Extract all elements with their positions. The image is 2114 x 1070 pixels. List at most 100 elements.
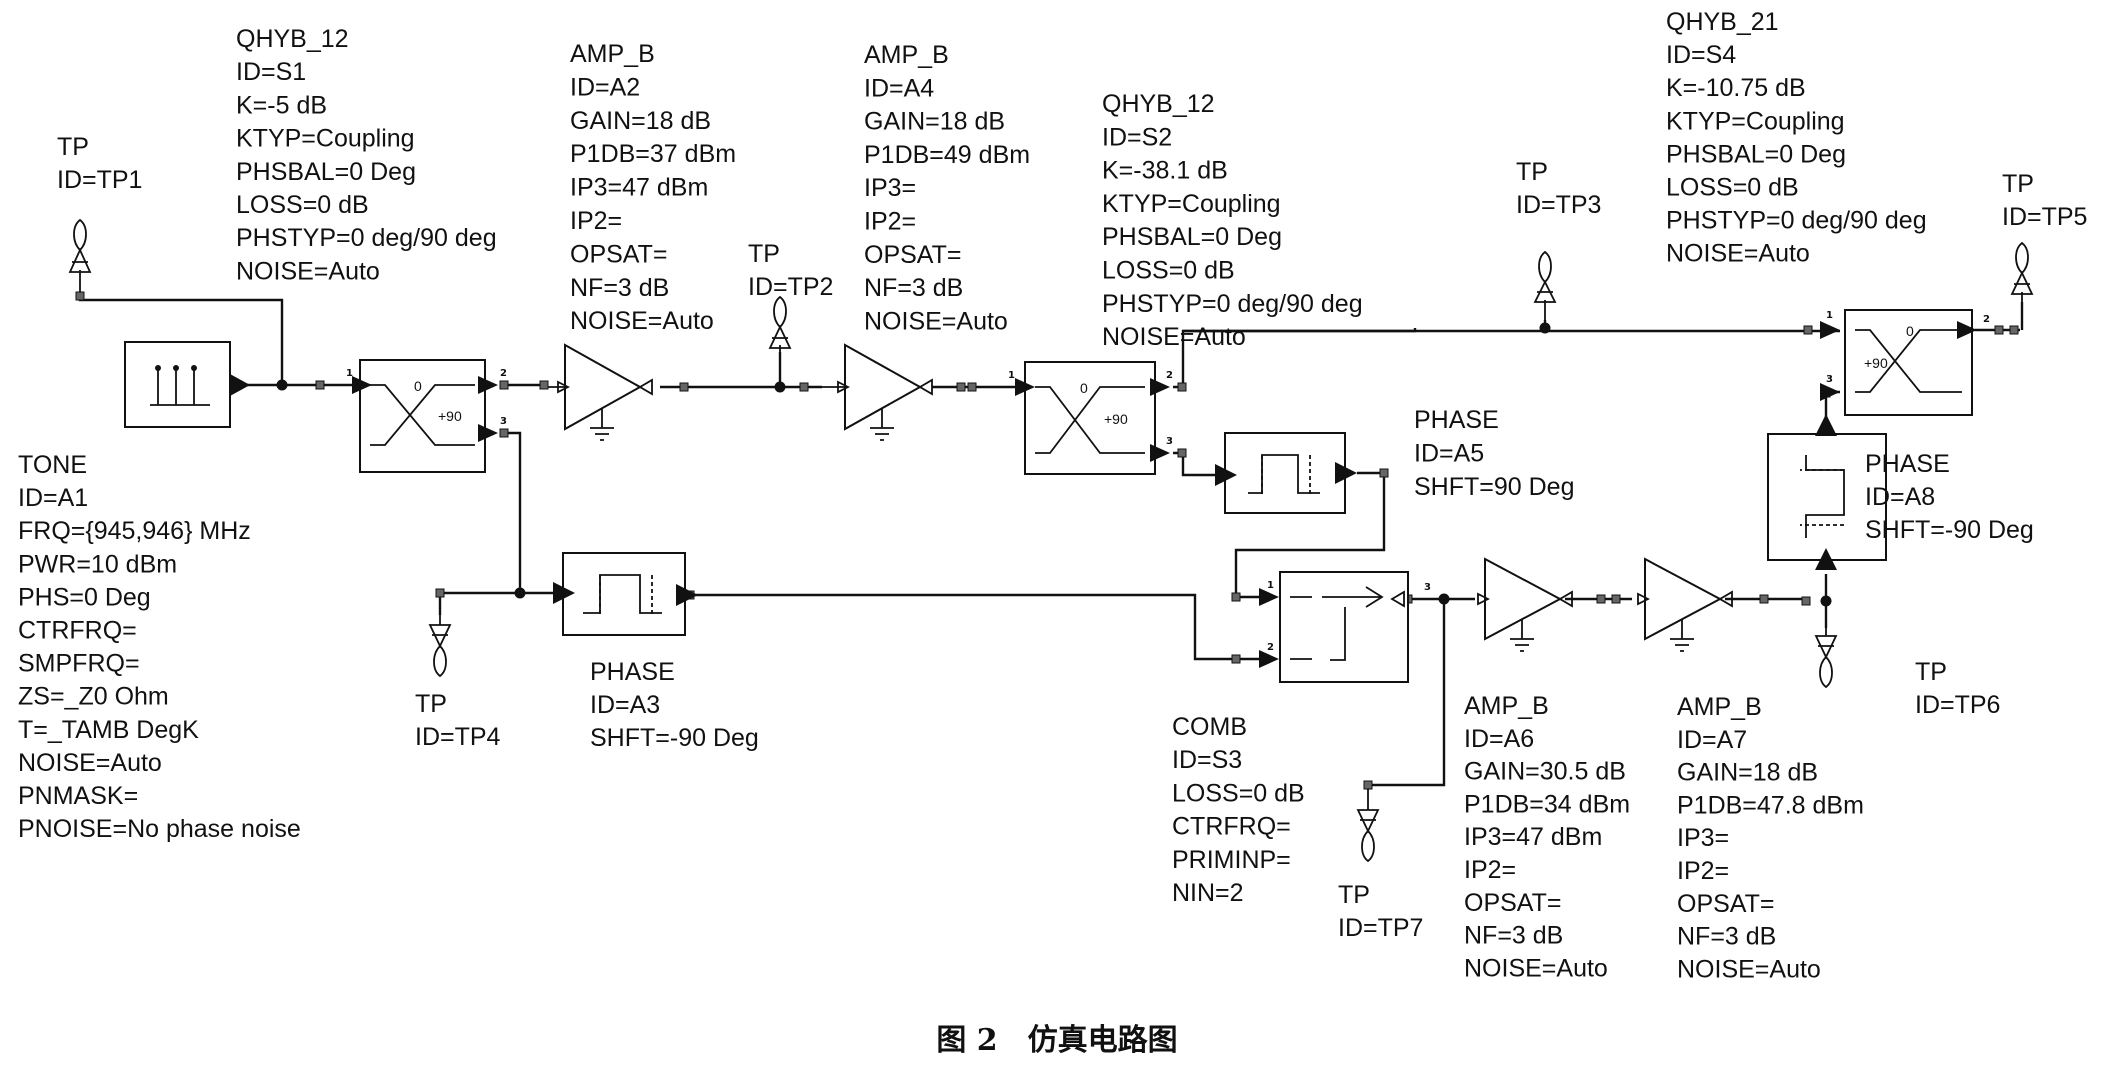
a2-param-line: NOISE=Auto <box>570 307 714 335</box>
hybrid-coupler-s1: 0 +90 1 2 3 <box>346 359 507 473</box>
a2-param-line: NF=3 dB <box>570 274 669 302</box>
tp1-param-line: TP <box>57 133 89 161</box>
a4-param-line: NOISE=Auto <box>864 307 1008 335</box>
s2-pin2: 2 <box>1166 370 1173 381</box>
s2-param-line: ID=S2 <box>1102 123 1172 151</box>
a7-param-line: IP3= <box>1677 824 1729 852</box>
s2-port-0: 0 <box>1080 380 1088 396</box>
test-point-tp3-icon <box>1533 250 1557 320</box>
a5-param-line: SHFT=90 Deg <box>1414 473 1575 501</box>
a6-param-line: IP2= <box>1464 856 1516 884</box>
a2-param-line: ID=A2 <box>570 73 640 101</box>
s4-param-line: NOISE=Auto <box>1666 240 1810 268</box>
a3-param-line: SHFT=-90 Deg <box>590 724 759 752</box>
s3-pin2: 2 <box>1267 642 1274 653</box>
s3-pin3: 3 <box>1424 582 1431 593</box>
s4-param-line: KTYP=Coupling <box>1666 107 1845 135</box>
a4-param-line: ID=A4 <box>864 74 934 102</box>
s4-param-line: LOSS=0 dB <box>1666 174 1799 202</box>
tp1-param-line: ID=TP1 <box>57 166 142 194</box>
s1-pin2: 2 <box>500 368 507 379</box>
tp2-param-line: TP <box>748 240 780 268</box>
phase-shifter-a5 <box>1215 432 1357 514</box>
s4-param-line: ID=S4 <box>1666 41 1736 69</box>
a1-param-line: FRQ={945,946} MHz <box>18 517 251 545</box>
s1-port-0: 0 <box>414 378 422 394</box>
a1-param-line: NOISE=Auto <box>18 749 162 777</box>
a7-param-line: IP2= <box>1677 857 1729 885</box>
s2-param-line: PHSTYP=0 deg/90 deg <box>1102 290 1363 318</box>
s3-pin1: 1 <box>1267 580 1274 591</box>
a2-param-line: AMP_B <box>570 40 655 68</box>
test-point-tp6-icon <box>1814 628 1838 689</box>
s2-param-line: K=-38.1 dB <box>1102 157 1228 185</box>
s1-pin1: 1 <box>346 368 353 379</box>
a1-param-line: SMPFRQ= <box>18 650 140 678</box>
s1-param-line: KTYP=Coupling <box>236 125 415 153</box>
tp3-param-line: ID=TP3 <box>1516 191 1601 219</box>
s4-pin2: 3 <box>1826 374 1833 385</box>
a2-param-line: IP2= <box>570 207 622 235</box>
a7-param-line: NF=3 dB <box>1677 923 1776 951</box>
a4-param-line: AMP_B <box>864 41 949 69</box>
s1-param-line: K=-5 dB <box>236 91 327 119</box>
a4-param-line: OPSAT= <box>864 241 962 269</box>
a5-param-line: ID=A5 <box>1414 440 1484 468</box>
a6-param-line: NOISE=Auto <box>1464 954 1608 982</box>
junctions <box>276 322 1832 607</box>
a7-param-line: GAIN=18 dB <box>1677 759 1818 787</box>
s4-param-line: PHSBAL=0 Deg <box>1666 140 1846 168</box>
phase-shifter-a8 <box>1767 414 1887 570</box>
a8-param-line: ID=A8 <box>1865 483 1935 511</box>
a1-param-line: ZS=_Z0 Ohm <box>18 683 169 711</box>
a1-param-line: CTRFRQ= <box>18 617 137 645</box>
s1-param-line: PHSBAL=0 Deg <box>236 158 416 186</box>
s2-param-line: LOSS=0 dB <box>1102 257 1235 285</box>
test-point-tp1-icon <box>68 218 92 292</box>
a6-param-line: ID=A6 <box>1464 725 1534 753</box>
s2-port-90: +90 <box>1104 411 1128 427</box>
tp3-param-line: TP <box>1516 158 1548 186</box>
hybrid-coupler-s4: 0 +90 1 3 2 <box>1820 309 1990 416</box>
combiner-s3: 1 2 3 <box>1259 571 1431 683</box>
s1-param-line: ID=S1 <box>236 58 306 86</box>
s2-param-line: KTYP=Coupling <box>1102 190 1281 218</box>
a2-param-line: IP3=47 dBm <box>570 174 708 202</box>
s3-param-line: NIN=2 <box>1172 879 1244 907</box>
test-point-tp4-icon <box>428 615 452 678</box>
a1-param-line: PWR=10 dBm <box>18 550 177 578</box>
tp1-label: TP ID=TP1 <box>57 133 142 194</box>
a4-param-line: IP2= <box>864 208 916 236</box>
s4-pin1: 1 <box>1826 310 1833 321</box>
s3-param-line: LOSS=0 dB <box>1172 779 1305 807</box>
test-point-tp5-icon <box>2010 241 2034 302</box>
a3-param-line: PHASE <box>590 658 675 686</box>
tp5-param-line: ID=TP5 <box>2002 203 2087 231</box>
a6-param-line: P1DB=34 dBm <box>1464 790 1630 818</box>
s4-param-line: QHYB_21 <box>1666 8 1779 36</box>
s2-param-line: QHYB_12 <box>1102 90 1215 118</box>
a7-param-line: P1DB=47.8 dBm <box>1677 791 1864 819</box>
a6-param-line: AMP_B <box>1464 692 1549 720</box>
amplifier-a6 <box>1477 557 1573 652</box>
test-point-tp7-icon <box>1356 790 1380 863</box>
a6-param-line: NF=3 dB <box>1464 922 1563 950</box>
hybrid-coupler-s2: 0 +90 1 2 3 <box>1008 361 1173 475</box>
s1-pin3: 3 <box>500 416 507 427</box>
a2-param-line: OPSAT= <box>570 240 668 268</box>
tp6-param-line: TP <box>1915 658 1947 686</box>
s1-param-line: PHSTYP=0 deg/90 deg <box>236 224 497 252</box>
